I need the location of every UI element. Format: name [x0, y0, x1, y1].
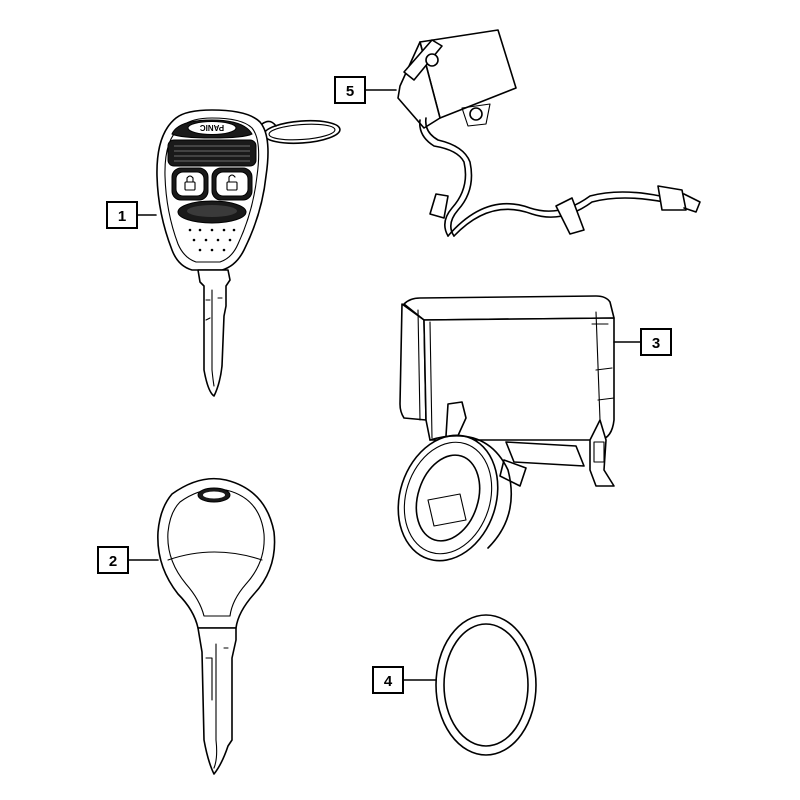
callout-1-label: 1 — [118, 208, 126, 225]
callout-3: 3 — [613, 328, 672, 356]
callout-2: 2 — [97, 546, 159, 574]
blank-key: S — [157, 477, 276, 775]
ignition-module — [397, 295, 615, 562]
trim-ring — [435, 614, 537, 756]
antenna-module — [397, 29, 701, 237]
callout-2-label: 2 — [109, 553, 117, 570]
lock-icon — [184, 175, 196, 191]
panic-button-label: PANIC — [200, 123, 225, 132]
callout-4: 4 — [372, 666, 437, 694]
callout-5: 5 — [334, 76, 397, 104]
unlock-icon — [226, 174, 238, 191]
callout-3-label: 3 — [652, 335, 660, 352]
callout-5-label: 5 — [346, 83, 354, 100]
callout-1: 1 — [106, 201, 157, 229]
remote-key-fob: PANIC — [156, 109, 341, 397]
callout-4-label: 4 — [384, 673, 393, 690]
